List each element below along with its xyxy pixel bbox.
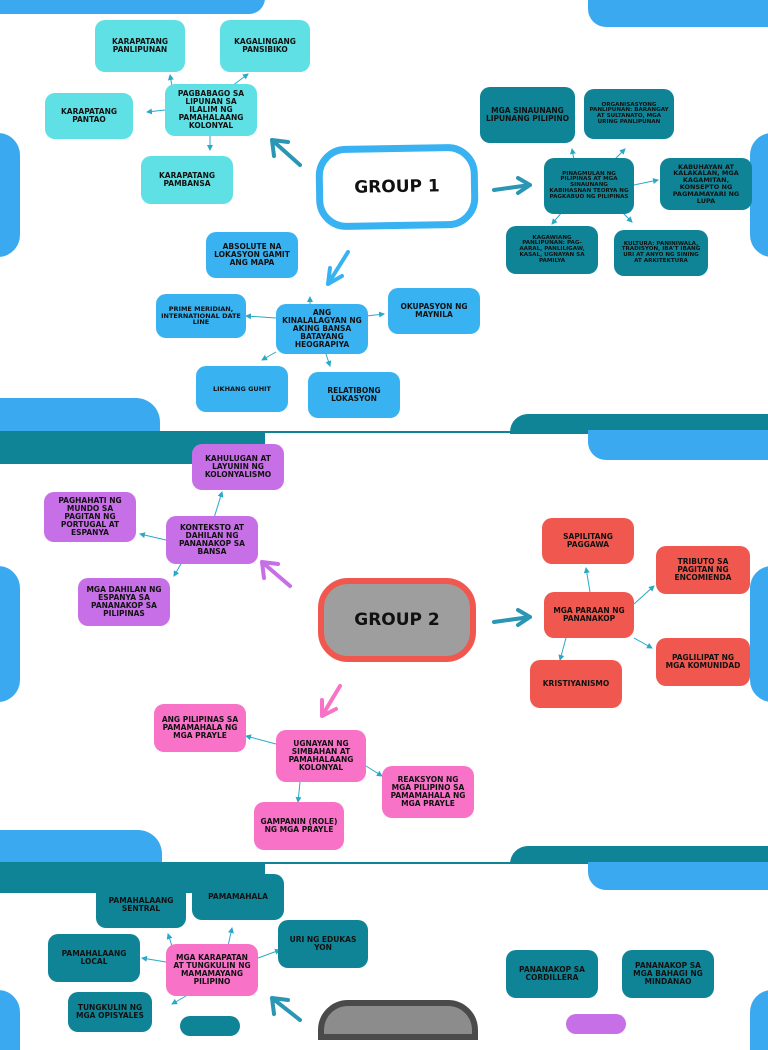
node-pamamahala: PAMAMAHALA [192,874,284,920]
deco-band-2 [0,862,768,864]
group3-center-node-partial [318,1000,478,1040]
node-sinaunang-lipunan: MGA SINAUNANG LIPUNANG PILIPINO [480,87,575,143]
node-likhang-guhit: LIKHANG GUHIT [196,366,288,412]
node-absolute: ABSOLUTE NA LOKASYON GAMIT ANG MAPA [206,232,298,278]
group2-big-arrows [260,560,532,718]
node-pananakop-cordillera: PANANAKOP SA CORDILLERA [506,950,598,998]
node-paghahati: PAGHAHATI NG MUNDO SA PAGITAN NG PORTUGA… [44,492,136,542]
group2-center-node: GROUP 2 [318,578,476,662]
deco-band-1 [0,431,768,433]
node-gampanin: GAMPANIN (ROLE) NG MGA PRAYLE [254,802,344,850]
node-reaksyon: REAKSYON NG MGA PILIPINO SA PAMAMAHALA N… [382,766,474,818]
deco-side-left-2 [0,566,20,702]
node-tungkulin: TUNGKULIN NG MGA OPISYALES [68,992,152,1032]
deco-tab-mid-right-b [588,430,768,460]
node-ugnayan: UGNAYAN NG SIMBAHAN AT PAMAHALAANG KOLON… [276,730,366,782]
node-mga-karapatan: MGA KARAPATAN AT TUNGKULIN NG MAMAMAYANG… [166,944,258,996]
node-kristiyanismo: KRISTIYANISMO [530,660,622,708]
node-organisasyong: ORGANISASYONG PANLIPUNAN: BARANGAY AT SU… [584,89,674,139]
node-pinagmulan: PINAGMULAN NG PILIPINAS AT MGA SINAUNANG… [544,158,634,214]
node-ang-pilipinas: ANG PILIPINAS SA PAMAMAHALA NG MGA PRAYL… [154,704,246,752]
deco-side-right-1 [750,133,768,257]
arrow-to-pagbabago [270,138,302,167]
deco-tab-mid-right-a [510,414,768,434]
group1-center-node: GROUP 1 [315,143,479,231]
node-kabuhayan: KABUHAYAN AT KALAKALAN, MGA KAGAMITAN, K… [660,158,752,210]
node-okupasyon: OKUPASYON NG MAYNILA [388,288,480,334]
deco-side-right-2 [750,566,768,702]
deco-tab-top-left [0,0,265,14]
node-sapilitang: SAPILITANG PAGGAWA [542,518,634,564]
node-konteksto: KONTEKSTO AT DAHILAN NG PANANAKOP SA BAN… [166,516,258,564]
group1-big-arrows [270,138,532,195]
node-mga-paraan: MGA PARAAN NG PANANAKOP [544,592,634,638]
node-kahulugan: KAHULUGAN AT LAYUNIN NG KOLONYALISMO [192,444,284,490]
node-pamahalaang-local: PAMAHALAANG LOCAL [48,934,140,982]
group1-title: GROUP 1 [354,176,440,198]
node-pagbabago: PAGBABAGO SA LIPUNAN SA ILALIM NG PAMAHA… [165,84,257,136]
node-relatibong: RELATIBONG LOKASYON [308,372,400,418]
node-uri-ng-edukasyon: URI NG EDUKAS YON [278,920,368,968]
group1-big-arrow-blue [326,250,350,286]
node-partial-pink [566,1014,626,1034]
node-karapatang-panlipunan: KARAPATANG PANLIPUNAN [95,20,185,72]
deco-tab-low-right-a [510,846,768,864]
deco-tab-low-right-b [588,862,768,890]
group2-title: GROUP 2 [354,610,440,630]
deco-side-left-1 [0,133,20,257]
node-karapatang-pambansa: KARAPATANG PAMBANSA [141,156,233,204]
node-kultura: KULTURA: PANINIWALA, TRADISYON, IBA'T IB… [614,230,708,276]
deco-bottom-left-2 [0,830,162,866]
node-mga-dahilan: MGA DAHILAN NG ESPANYA SA PANANAKOP SA P… [78,578,170,626]
node-paglilipat: PAGLILIPAT NG MGA KOMUNIDAD [656,638,750,686]
node-prime-meridian: PRIME MERIDIAN, INTERNATIONAL DATE LINE [156,294,246,338]
node-kagalingang-pansibiko: KAGALINGANG PANSIBIKO [220,20,310,72]
node-kagawiang: KAGAWIANG PANLIPUNAN: PAG-AARAL, PANLILI… [506,226,598,274]
node-tributo: TRIBUTO SA PAGITAN NG ENCOMIENDA [656,546,750,594]
node-pamahalaang-sentral: PAMAHALAANG SENTRAL [96,882,186,928]
node-kinalalagyan: ANG KINALALAGYAN NG AKING BANSA BATAYANG… [276,304,368,354]
node-pananakop-mindanao: PANANAKOP SA MGA BAHAGI NG MINDANAO [622,950,714,998]
node-karapatang-pantao: KARAPATANG PANTAO [45,93,133,139]
node-partial-bottom-left [180,1016,240,1036]
arrow-to-pinagmulan [492,176,532,195]
deco-tab-top-right [588,0,768,27]
